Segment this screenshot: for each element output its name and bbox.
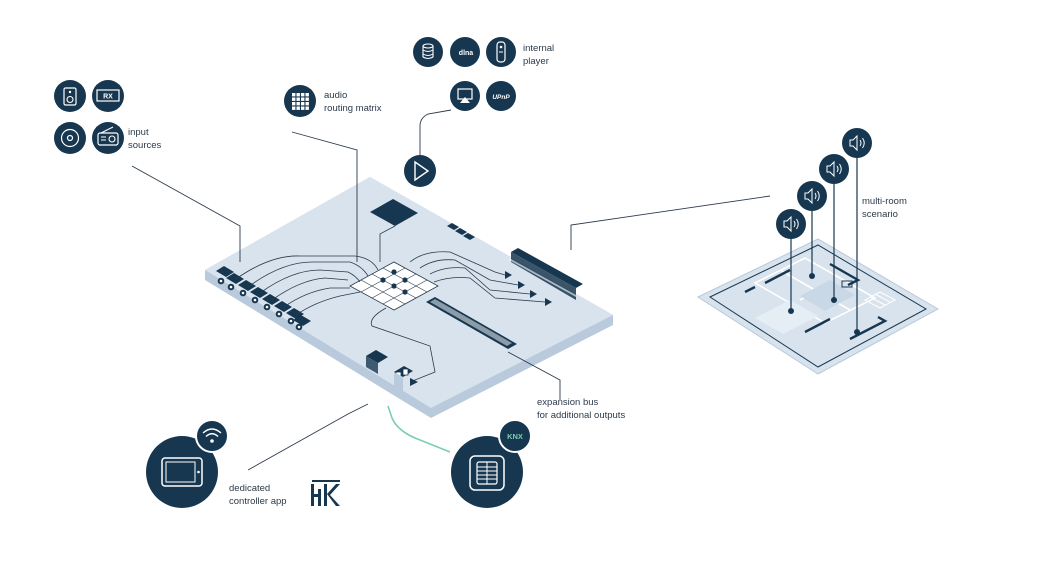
knx-logo-icon: KNX (498, 419, 532, 453)
brand-logo-icon (311, 480, 340, 506)
callout-lines (131, 109, 771, 471)
grid-matrix-icon (284, 85, 316, 117)
floor-plan (696, 156, 940, 375)
speaker-icon (842, 128, 872, 158)
svg-text:RX: RX (103, 94, 113, 101)
output-traces (370, 225, 546, 383)
speaker-icon (776, 209, 806, 239)
expansion-bus-slot (426, 297, 517, 349)
knx-module-icon (451, 436, 523, 508)
wifi-icon (195, 419, 229, 453)
small-chips (447, 223, 475, 240)
upnp-icon: UPnP (486, 81, 516, 111)
rx-receiver-icon: RX (92, 80, 124, 112)
tablet-icon (146, 436, 218, 508)
cd-disc-icon (54, 122, 86, 154)
speaker-icon (797, 181, 827, 211)
dsp-chip (370, 199, 418, 226)
svg-text:dlna: dlna (459, 50, 473, 57)
svg-text:UPnP: UPnP (492, 94, 510, 101)
output-connector-bar (509, 248, 583, 300)
play-icon (404, 155, 436, 187)
board-ports (366, 350, 413, 392)
output-arrows (410, 271, 552, 386)
svg-text:KNX: KNX (507, 432, 523, 441)
speaker-icon (819, 154, 849, 184)
routing-matrix-grid (349, 261, 439, 311)
radio-icon (92, 122, 124, 154)
speaker-device-icon (54, 80, 86, 112)
storage-database-icon (413, 37, 443, 67)
airplay-icon (450, 81, 480, 111)
dlna-icon: dlna (450, 37, 480, 67)
knx-connection-line (387, 405, 451, 453)
input-traces (235, 255, 379, 316)
remote-icon (486, 37, 516, 67)
